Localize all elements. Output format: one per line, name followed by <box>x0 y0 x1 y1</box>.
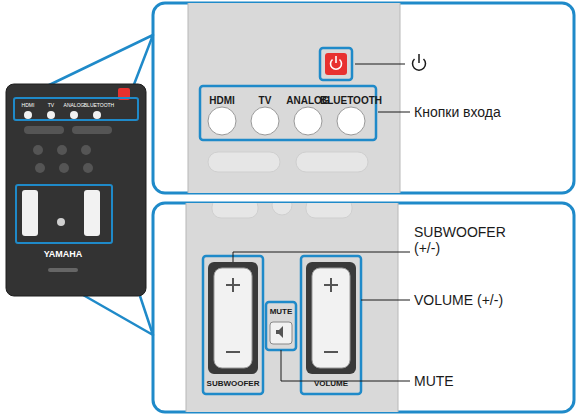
button-label: VOLUME <box>314 379 348 388</box>
power-button <box>325 53 347 75</box>
button-label: TV <box>259 95 272 107</box>
leader-line <box>361 300 410 301</box>
highlight-frame <box>266 302 296 350</box>
leader-line <box>378 112 410 113</box>
button-label: ANALOG <box>64 103 85 109</box>
leader-line <box>355 64 405 65</box>
button-label: SUBWOOFER <box>207 379 260 388</box>
callout-label: MUTE <box>414 373 454 389</box>
input-button <box>294 107 322 135</box>
remote-face <box>188 3 400 193</box>
button-label: HDMI <box>209 95 235 107</box>
button-label: BLUETOOTH <box>84 103 114 109</box>
power-symbol <box>413 54 426 70</box>
button-label: BLUETOOTH <box>320 95 382 107</box>
highlight-frame <box>301 256 361 394</box>
input-button <box>337 107 365 135</box>
highlight-frame <box>203 256 263 394</box>
button-label: MUTE <box>270 307 293 316</box>
faded-button <box>208 152 280 172</box>
mute-button <box>270 322 292 344</box>
small-remote <box>6 84 146 296</box>
highlight-frame <box>200 86 376 140</box>
button-label: HDMI <box>22 103 35 109</box>
highlight-frame <box>320 48 352 80</box>
input-button <box>208 107 236 135</box>
faded-button <box>296 152 368 172</box>
callout-label: SUBWOOFER (+/-) <box>414 224 524 256</box>
subwoofer-rocker <box>208 262 258 374</box>
brand-logo: YAMAHA <box>44 249 83 259</box>
button-label: TV <box>48 103 54 109</box>
leader-line <box>233 252 410 262</box>
leader-line <box>281 350 410 381</box>
callout-label: Кнопки входа <box>414 104 501 120</box>
callout-label: VOLUME (+/-) <box>414 292 503 308</box>
input-button <box>251 107 279 135</box>
volume-rocker <box>306 262 356 374</box>
